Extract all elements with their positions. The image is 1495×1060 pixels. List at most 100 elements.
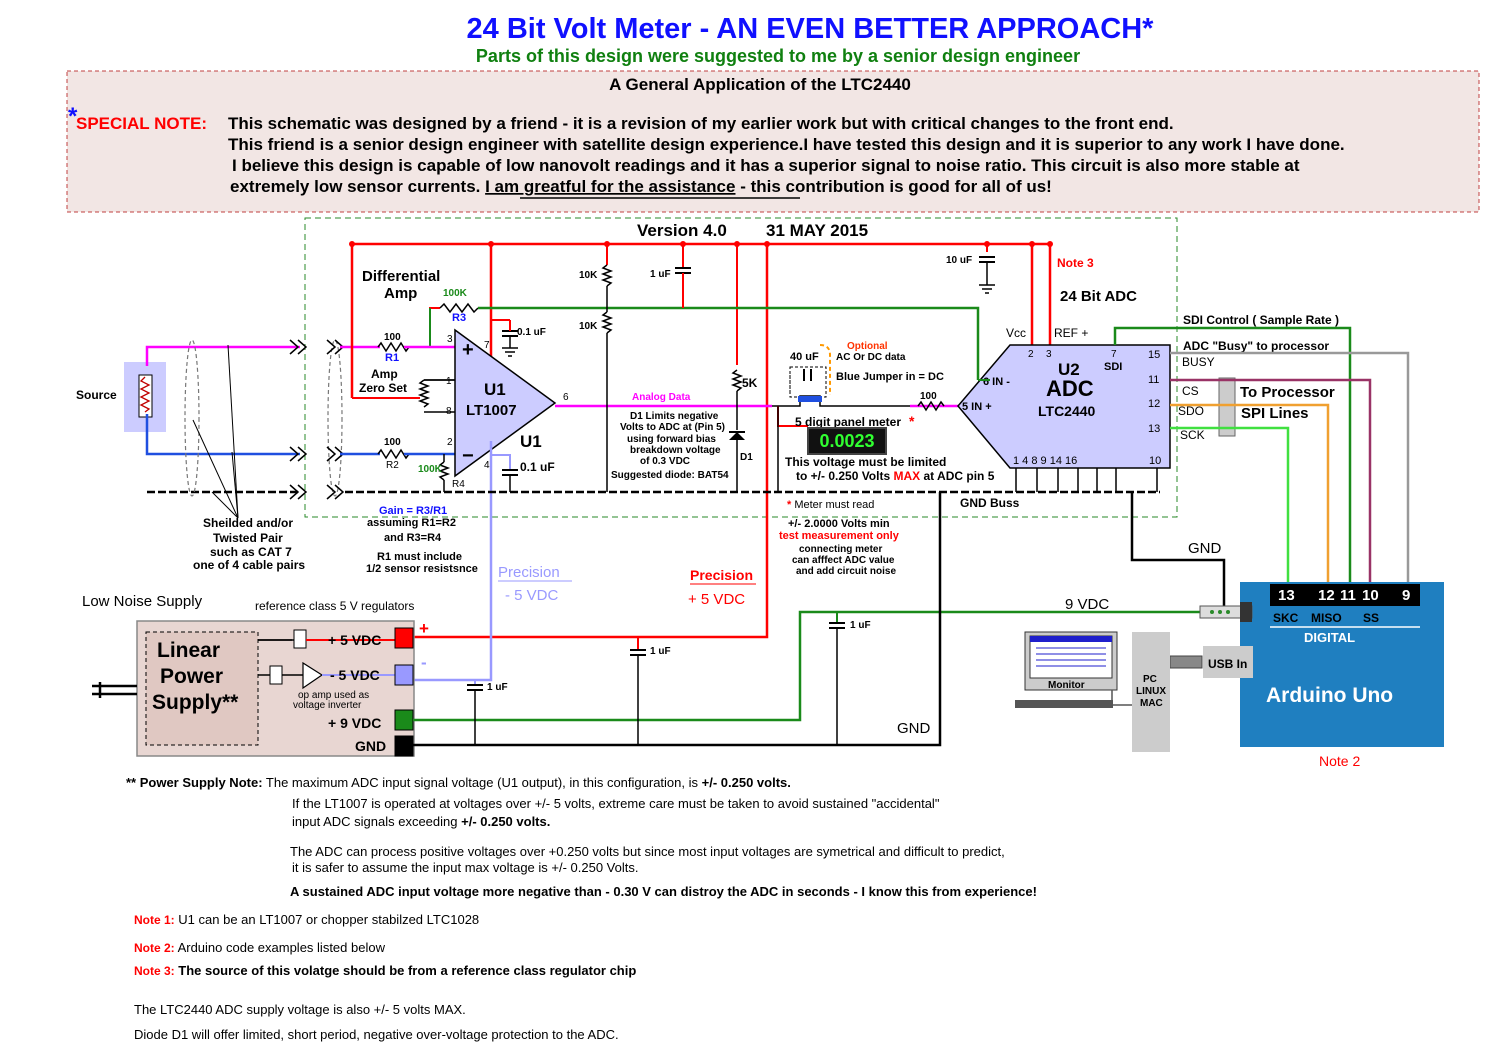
u1-part: LT1007 bbox=[466, 402, 517, 419]
pc-label-3: MAC bbox=[1140, 698, 1163, 709]
gnd-to-arduino bbox=[1130, 492, 1226, 615]
panel-meter-display bbox=[807, 427, 887, 455]
svg-text:7: 7 bbox=[484, 340, 490, 351]
meter-2v: +/- 2.0000 Volts min bbox=[788, 518, 890, 530]
diff-amp-label-2: Amp bbox=[384, 285, 417, 302]
d1-notes: D1 Limits negative Volts to ADC at (Pin … bbox=[611, 411, 729, 481]
input-wire-neg bbox=[145, 414, 300, 456]
connecting-2: can afffect ADC value bbox=[792, 555, 895, 566]
footer-line-2: Diode D1 will offer limited, short perio… bbox=[134, 1027, 619, 1042]
diff-amp-label-1: Differential bbox=[362, 268, 440, 285]
ps-plus9: + 9 VDC bbox=[328, 715, 381, 731]
r4-resistor bbox=[437, 461, 451, 481]
cap-10uf-label: 10 uF bbox=[946, 255, 972, 266]
shield-note-4: one of 4 cable pairs bbox=[193, 558, 305, 572]
r10k-a bbox=[600, 264, 614, 287]
svg-text:9: 9 bbox=[1402, 587, 1410, 604]
op-inv-2: voltage inverter bbox=[293, 700, 362, 711]
zero-set-pot bbox=[417, 379, 431, 408]
r1-include-1: R1 must include bbox=[377, 551, 462, 563]
power-plug-icon bbox=[92, 682, 137, 698]
ps-plus5: + 5 VDC bbox=[328, 632, 381, 648]
cs-label: CS bbox=[1182, 384, 1199, 398]
r10k-b bbox=[600, 311, 614, 334]
optional-label: Optional bbox=[847, 341, 888, 352]
ps-note-1: ** Power Supply Note: The maximum ADC in… bbox=[126, 775, 791, 790]
usb-plug bbox=[1169, 655, 1203, 669]
cap-1uf-a-label: 1 uF bbox=[650, 646, 671, 657]
gain-3: and R3=R4 bbox=[384, 532, 442, 544]
ss-label: SS bbox=[1363, 611, 1379, 625]
usb-in-label: USB In bbox=[1208, 657, 1247, 671]
op-inv-1: op amp used as bbox=[298, 690, 369, 701]
svg-text:of 0.3 VDC: of 0.3 VDC bbox=[640, 456, 690, 467]
sdi-label: SDI bbox=[1104, 361, 1122, 373]
bottom-pins-label: 1 4 8 9 14 16 bbox=[1013, 455, 1077, 467]
r10k-b-label: 10K bbox=[579, 321, 598, 332]
junction-dots bbox=[349, 241, 1053, 247]
meter-must-read: * Meter must read bbox=[787, 499, 874, 511]
pin-10-label: 10 bbox=[1149, 455, 1161, 467]
sdo-label: SDO bbox=[1178, 404, 1204, 418]
r5k-label: 5K bbox=[742, 376, 758, 390]
version-label: Version 4.0 bbox=[637, 221, 727, 240]
u1-vminus-wire bbox=[413, 441, 493, 682]
r3-label: R3 bbox=[452, 312, 466, 324]
pin-7-label: 7 bbox=[1111, 349, 1117, 360]
line-sdo-orange bbox=[1170, 403, 1330, 585]
monitor-lines bbox=[1036, 647, 1106, 667]
ac-dc-label: AC Or DC data bbox=[836, 352, 906, 363]
cap40-dashed bbox=[789, 366, 827, 398]
cap40-label: 40 uF bbox=[790, 351, 819, 363]
test-measurement: test measurement only bbox=[779, 530, 900, 542]
r2-value: 100 bbox=[384, 437, 401, 448]
d1-diode bbox=[729, 432, 745, 440]
svg-text:3: 3 bbox=[447, 334, 453, 345]
u1-label: U1 bbox=[484, 380, 506, 399]
limit-note-1: This voltage must be limited bbox=[785, 455, 946, 469]
ps-gnd: GND bbox=[355, 738, 386, 754]
gnd-symbol-10uf bbox=[979, 284, 995, 294]
r4-value: 100K bbox=[418, 464, 443, 475]
r1-label: R1 bbox=[385, 352, 399, 364]
svg-text:Suggested diode: BAT54: Suggested diode: BAT54 bbox=[611, 470, 729, 481]
lps-2: Power bbox=[160, 665, 223, 688]
adc24-label: 24 Bit ADC bbox=[1060, 288, 1137, 305]
ps-minus5: - 5 VDC bbox=[330, 667, 380, 683]
connecting-3: and add circuit noise bbox=[796, 566, 896, 577]
r2-resistor bbox=[377, 448, 410, 460]
svg-text:D1 Limits negative: D1 Limits negative bbox=[630, 411, 719, 422]
gnd-symbol-cap01 bbox=[502, 347, 518, 357]
input-wire-pos bbox=[145, 345, 300, 366]
line-sck-lime bbox=[1170, 426, 1290, 585]
jumper-bracket bbox=[819, 344, 831, 395]
cap-1uf-top-label: 1 uF bbox=[650, 269, 671, 280]
amp-zero-label-1: Amp bbox=[371, 367, 398, 381]
ps-note-4: The ADC can process positive voltages ov… bbox=[290, 844, 1005, 859]
note-box-heading: A General Application of the LTC2440 bbox=[609, 75, 911, 94]
gnd-buss-label: GND Buss bbox=[960, 496, 1020, 510]
reg-pos bbox=[293, 629, 307, 649]
cap-1uf-b bbox=[467, 680, 483, 745]
shield-leaders bbox=[192, 344, 239, 519]
r1-value: 100 bbox=[384, 332, 401, 343]
source-label: Source bbox=[76, 388, 117, 402]
line-busy-gray bbox=[1170, 351, 1410, 585]
note-line-3: I believe this design is capable of low … bbox=[232, 156, 1300, 175]
r5k bbox=[730, 369, 744, 392]
monitor-stand bbox=[1015, 700, 1113, 708]
panel-meter-reading: 0.0023 bbox=[819, 431, 874, 451]
pc-tower bbox=[1132, 632, 1170, 752]
in-plus-label: 5 IN + bbox=[962, 401, 992, 413]
ps-note-6: A sustained ADC input voltage more negat… bbox=[290, 884, 1037, 899]
limit-note-2: to +/- 0.250 Volts MAX at ADC pin 5 bbox=[796, 469, 995, 483]
svg-text:10: 10 bbox=[1362, 587, 1379, 604]
pin-15-label: 15 bbox=[1148, 349, 1160, 361]
svg-text:using forward bias: using forward bias bbox=[627, 434, 716, 445]
linear-ps-inner bbox=[145, 631, 259, 746]
r3-value: 100K bbox=[443, 288, 468, 299]
pc-label-1: PC bbox=[1143, 674, 1157, 685]
monitor-screen bbox=[1029, 635, 1113, 679]
power-jack-dots bbox=[1210, 610, 1230, 614]
r3-wire bbox=[429, 307, 440, 347]
